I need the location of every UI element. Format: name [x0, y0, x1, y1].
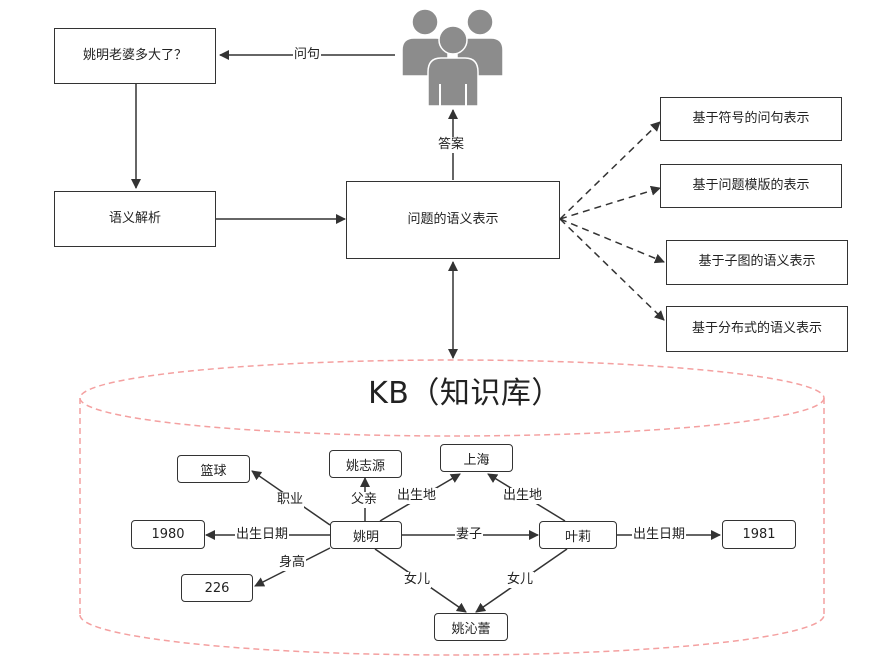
relation-father: 父亲 [350, 492, 379, 508]
users-icon [401, 8, 504, 107]
ask-label: 问句 [293, 47, 322, 63]
kb-cylinder-bottom [79, 614, 825, 656]
kb-cylinder [79, 359, 825, 656]
entity-yaozhiyuan: 姚志源 [329, 450, 402, 478]
semantic-parse-box: 语义解析 [54, 191, 216, 247]
entity-1981: 1981 [722, 520, 796, 549]
relation-career: 职业 [276, 492, 305, 508]
relation-birthplace-yao: 出生地 [396, 488, 438, 504]
relation-daughter-yao: 女儿 [403, 572, 432, 588]
method-arrow-2 [559, 185, 661, 220]
entity-226: 226 [181, 574, 253, 602]
question-box: 姚明老婆多大了？ [54, 28, 216, 84]
entity-1980: 1980 [131, 520, 205, 549]
method-arrow-4 [559, 218, 665, 321]
entity-yeli: 叶莉 [539, 521, 617, 549]
method-box-symbolic: 基于符号的问句表示 [660, 97, 842, 141]
relation-birthplace-ye: 出生地 [502, 488, 544, 504]
method-arrow-1 [559, 121, 661, 220]
method-arrow-3 [559, 218, 665, 264]
relation-birthdate-yao: 出生日期 [235, 527, 290, 543]
method-box-distributed: 基于分布式的语义表示 [666, 306, 848, 352]
method-box-subgraph: 基于子图的语义表示 [666, 240, 848, 285]
method-box-template: 基于问题模版的表示 [660, 164, 842, 208]
kb-title: KB（知识库） [368, 376, 562, 411]
entity-shanghai: 上海 [440, 444, 513, 472]
entity-yaoqinlei: 姚沁蕾 [434, 613, 508, 641]
entity-basketball: 篮球 [177, 455, 250, 483]
relation-daughter-ye: 女儿 [506, 572, 535, 588]
semantic-repr-box: 问题的语义表示 [346, 181, 560, 259]
relation-birthdate-ye: 出生日期 [632, 527, 687, 543]
answer-label: 答案 [437, 137, 466, 153]
entity-yaoming: 姚明 [330, 521, 402, 549]
relation-height: 身高 [278, 555, 307, 571]
relation-wife: 妻子 [455, 527, 484, 543]
